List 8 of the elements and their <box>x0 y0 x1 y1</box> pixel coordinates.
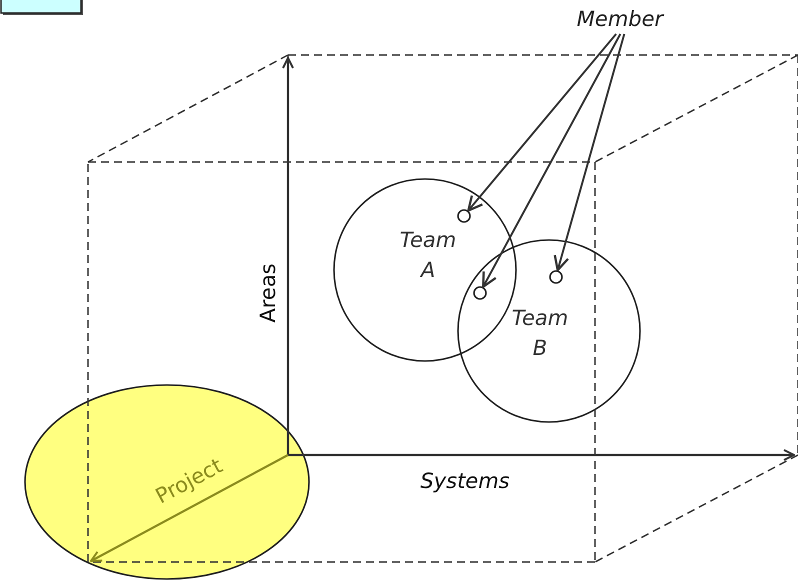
arrow <box>467 33 617 212</box>
member-label: Member <box>560 4 680 34</box>
axis-label: Systems <box>419 468 511 495</box>
team-label: Team B <box>510 305 570 362</box>
arrow <box>482 34 622 288</box>
arrow <box>554 34 626 272</box>
team-label: Team A <box>398 227 458 284</box>
axis-label: Areas <box>255 262 281 325</box>
